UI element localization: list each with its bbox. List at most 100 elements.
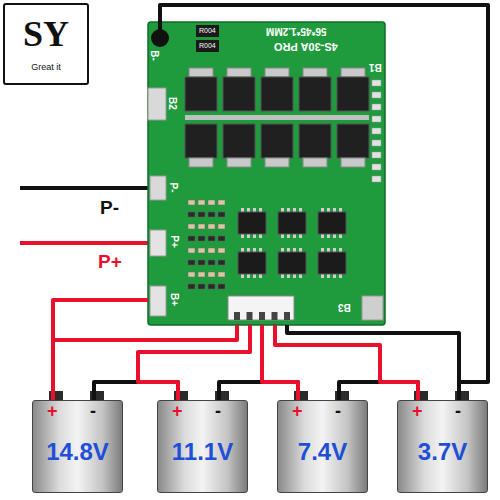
logo-box: SYGreat it: [3, 3, 89, 85]
mosfet-body: [299, 124, 331, 158]
ic-pin: [253, 234, 256, 238]
ic-pin: [321, 248, 324, 252]
smd-resistor: [188, 236, 195, 241]
b-plus-pad: [150, 286, 166, 316]
terminal-sign: +: [47, 402, 58, 422]
mosfet-tab: [227, 68, 251, 77]
p-plus-wire: [20, 241, 151, 245]
ic-pin: [241, 234, 244, 238]
resistor-marking: R004: [196, 25, 219, 37]
ic-chip: [238, 252, 266, 274]
edge-pad: [372, 104, 381, 110]
ic-pin: [293, 234, 296, 238]
mosfet-tab: [303, 158, 327, 167]
battery-cell: + - 3.7V: [397, 400, 488, 493]
ic-pin: [241, 248, 244, 252]
connector-pin: [234, 312, 240, 320]
ic-pin: [339, 274, 342, 278]
b3-pad: [362, 296, 383, 320]
connector-pin: [247, 312, 253, 320]
ic-pin: [339, 234, 342, 238]
smd-resistor: [218, 284, 225, 289]
edge-pad: [372, 128, 381, 134]
ic-pin: [333, 234, 336, 238]
smd-resistor: [218, 248, 225, 253]
ic-chip: [318, 212, 346, 234]
ic-pin: [281, 274, 284, 278]
red-wire: [138, 325, 250, 400]
ic-pin: [293, 248, 296, 252]
mosfet-tab: [265, 158, 289, 167]
smd-resistor: [218, 212, 225, 217]
mosfet-tab: [265, 68, 289, 77]
ic-pin: [281, 234, 284, 238]
ic-pin: [281, 208, 284, 212]
balance-connector: [228, 296, 294, 320]
smd-resistor: [198, 224, 205, 229]
terminal-sign: +: [412, 402, 423, 422]
smd-resistor: [198, 248, 205, 253]
smd-resistor: [218, 260, 225, 265]
mosfet-body: [261, 124, 293, 158]
pcb-board: [148, 22, 385, 325]
black-wire: [339, 382, 418, 400]
ic-pin: [253, 274, 256, 278]
copper-strip: [185, 115, 369, 120]
smd-resistor: [208, 284, 215, 289]
battery-cell: +-7.4V: [277, 400, 368, 493]
smd-resistor: [208, 200, 215, 205]
black-wire: [94, 382, 178, 400]
edge-pad: [372, 116, 381, 122]
ic-pin: [241, 208, 244, 212]
ic-pin: [247, 208, 250, 212]
mosfet-body: [261, 77, 293, 111]
ic-pin: [327, 248, 330, 252]
cell-voltage: 11.1V: [158, 439, 247, 465]
ic-pin: [247, 234, 250, 238]
battery-cell: +-14.8V: [32, 400, 123, 493]
b-minus-solder: [151, 29, 169, 47]
red-wire: [275, 325, 418, 400]
mosfet-body: [223, 124, 255, 158]
pad-label: B2: [167, 97, 178, 110]
mosfet-tab: [303, 68, 327, 77]
red-wire: [53, 300, 148, 400]
edge-pad: [372, 140, 381, 146]
smd-resistor: [208, 212, 215, 217]
ic-pin: [299, 208, 302, 212]
bms-board: B-R004R00456*45*1.2MM4S-30A PROB1B2P-P+B…: [148, 22, 385, 325]
ic-pin: [321, 234, 324, 238]
ic-pin: [259, 234, 262, 238]
smd-resistor: [188, 284, 195, 289]
pad-label: B3: [338, 302, 351, 313]
terminal-sign: -: [455, 402, 461, 422]
resistor-marking: R004: [196, 40, 219, 52]
ic-pin: [299, 234, 302, 238]
red-wire: [262, 325, 298, 400]
cell-voltage: 3.7V: [398, 439, 487, 465]
smd-resistor: [198, 236, 205, 241]
pad-label: P-: [168, 183, 179, 193]
mosfet-tab: [189, 158, 213, 167]
smd-resistor: [208, 272, 215, 277]
terminal-sign: +: [292, 402, 303, 422]
ic-pin: [333, 274, 336, 278]
red-wire: [53, 325, 237, 400]
ic-pin: [259, 208, 262, 212]
ic-pin: [287, 208, 290, 212]
cell-voltage: 7.4V: [278, 439, 367, 465]
edge-pad: [372, 176, 381, 182]
smd-resistor: [188, 212, 195, 217]
mosfet-body: [299, 77, 331, 111]
ic-pin: [287, 248, 290, 252]
ic-pin: [293, 274, 296, 278]
smd-resistor: [198, 212, 205, 217]
mosfet-body: [223, 77, 255, 111]
edge-pad: [372, 152, 381, 158]
mosfet-body: [185, 77, 217, 111]
ic-pin: [281, 248, 284, 252]
ic-pin: [327, 208, 330, 212]
ic-pin: [259, 274, 262, 278]
mosfet-body: [337, 124, 369, 158]
